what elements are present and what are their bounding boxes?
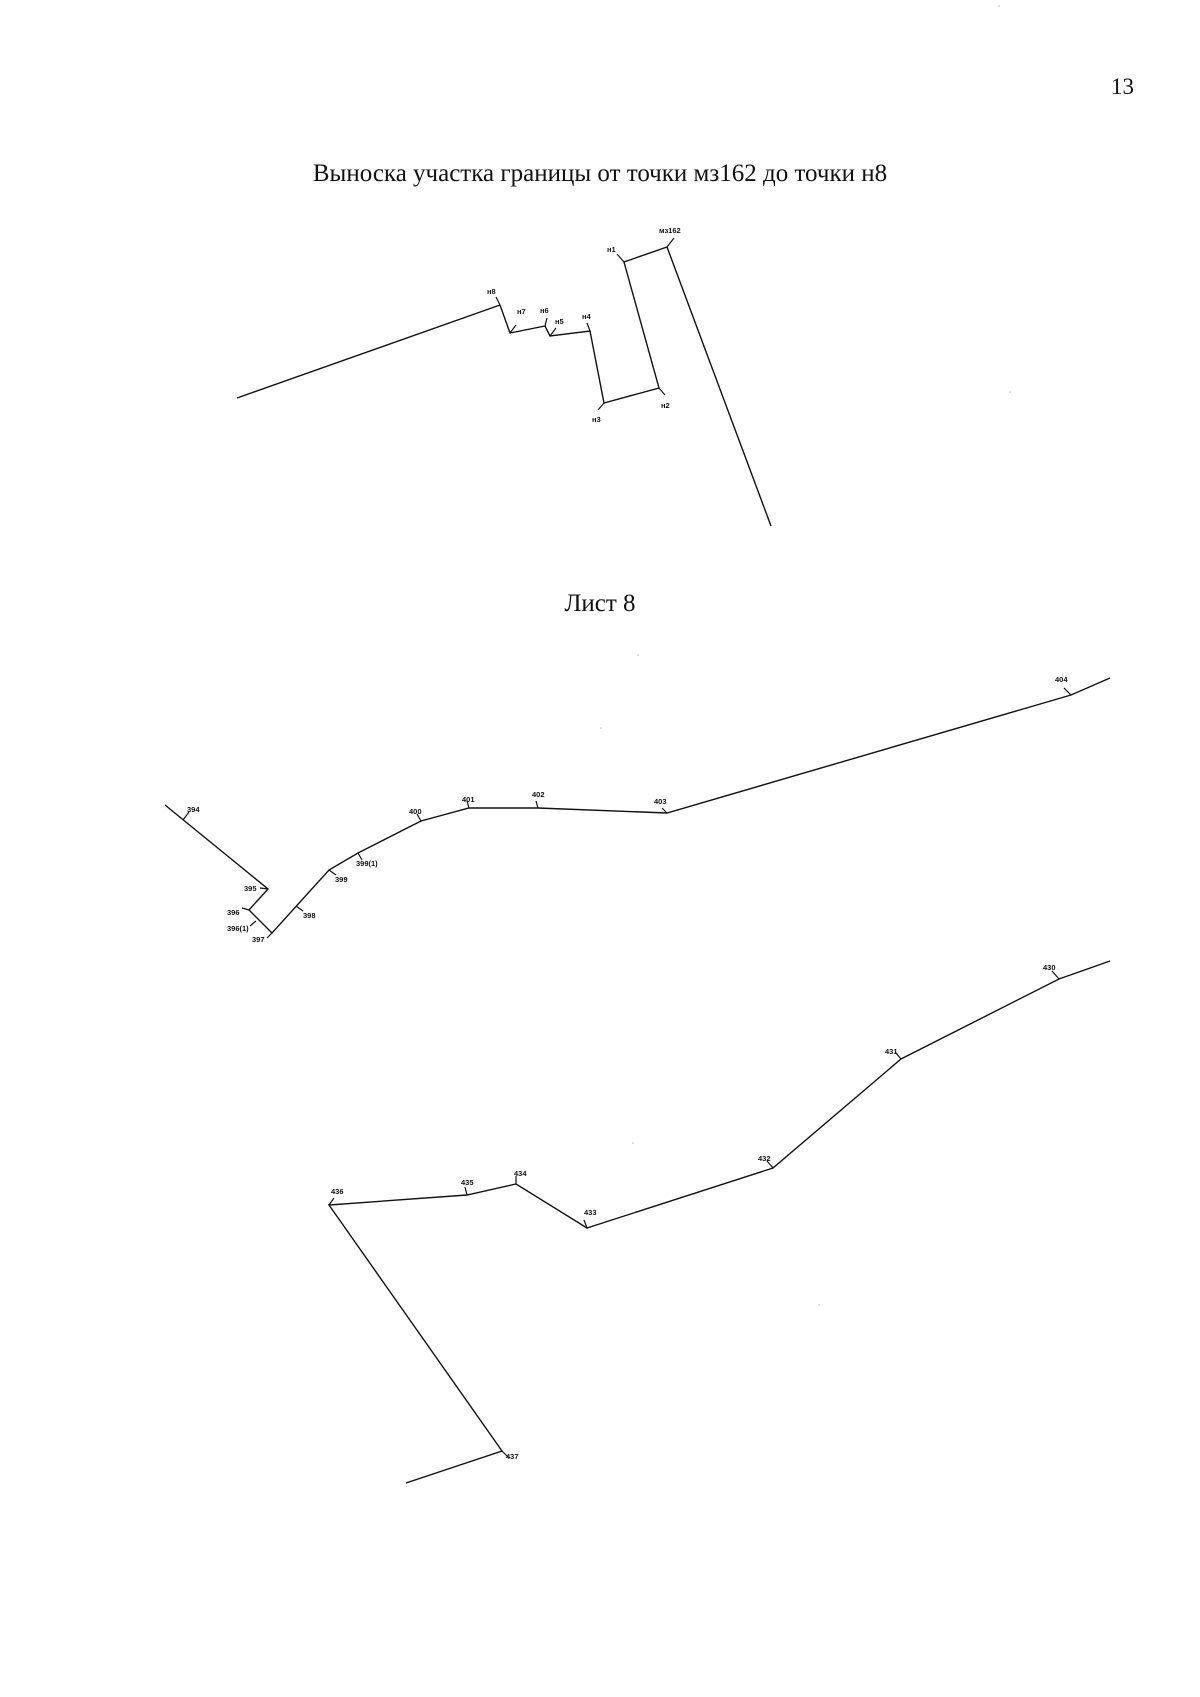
- point-label-435: 435: [461, 1178, 474, 1187]
- lower-ticks: [328, 970, 1060, 1458]
- point-label-434: 434: [514, 1169, 527, 1178]
- point-label-mz162: мз162: [659, 226, 681, 235]
- inset-notch-line: [499, 246, 772, 527]
- lower-boundary-line: [327, 960, 1111, 1484]
- point-label-n4: н4: [582, 312, 592, 321]
- point-label-396-1: 396(1): [227, 924, 249, 933]
- point-label-433: 433: [584, 1208, 597, 1217]
- point-label-400: 400: [409, 807, 422, 816]
- point-label-399-1: 399(1): [356, 859, 378, 868]
- point-label-401: 401: [462, 795, 475, 804]
- inset-ticks: [495, 237, 675, 411]
- inset-left-line: [236, 304, 501, 399]
- point-label-430: 430: [1043, 963, 1056, 972]
- point-label-n8: н8: [487, 287, 496, 296]
- point-label-394: 394: [187, 805, 200, 814]
- point-label-436: 436: [331, 1187, 344, 1196]
- point-label-397: 397: [252, 935, 265, 944]
- inset-title: Выноска участка границы от точки мз162 д…: [312, 160, 888, 187]
- point-label-398: 398: [303, 911, 316, 920]
- point-label-n1: н1: [607, 245, 616, 254]
- point-label-402: 402: [532, 790, 545, 799]
- point-label-396: 396: [227, 908, 240, 917]
- inset-boundary: [236, 246, 772, 527]
- point-label-n3: н3: [592, 415, 601, 424]
- point-label-n6: н6: [540, 306, 549, 315]
- upper-point-labels: 394 395 396 396(1) 397 398 399 399(1) 40…: [187, 675, 1068, 944]
- point-label-431: 431: [885, 1047, 898, 1056]
- point-label-437: 437: [506, 1452, 519, 1461]
- upper-ticks: [182, 687, 1072, 939]
- point-label-n5: н5: [555, 317, 564, 326]
- point-label-399: 399: [335, 875, 348, 884]
- point-label-403: 403: [654, 797, 667, 806]
- upper-boundary: [164, 677, 1111, 935]
- point-label-n2: н2: [661, 401, 670, 410]
- point-label-404: 404: [1055, 675, 1068, 684]
- lower-point-labels: 430 431 432 433 434 435 436 437: [331, 963, 1056, 1461]
- point-label-432: 432: [758, 1154, 771, 1163]
- point-label-395: 395: [244, 884, 257, 893]
- point-label-n7: н7: [517, 307, 526, 316]
- lower-boundary: [327, 960, 1111, 1484]
- page-number: 13: [1111, 74, 1134, 99]
- sheet-title: Лист 8: [564, 590, 636, 617]
- scan-specks: [600, 5, 1011, 1306]
- upper-boundary-line: [164, 677, 1111, 935]
- inset-point-labels: мз162 н1 н2 н3 н4 н5 н6 н7 н8: [487, 226, 681, 424]
